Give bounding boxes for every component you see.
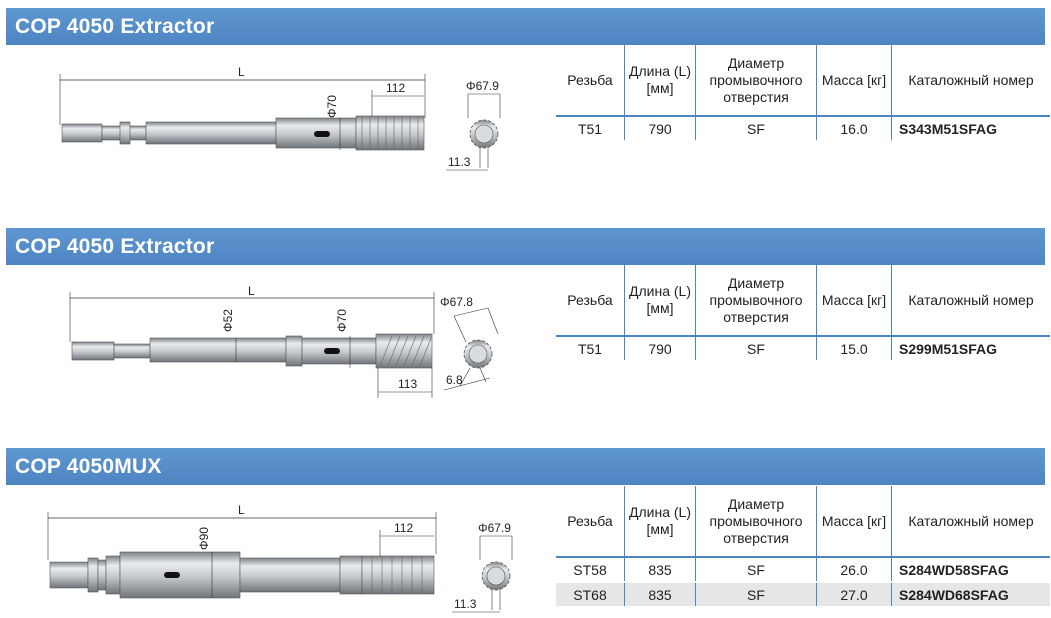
dim-length-label: L [238,503,245,517]
table-row: T51 790 SF 16.0 S343M51SFAG [556,116,1050,140]
col-thread: Резьба [556,45,625,117]
table-row: ST58 835 SF 26.0 S284WD58SFAG [556,557,1050,582]
dim-length-label: L [238,65,245,79]
col-thread: Резьба [556,486,625,558]
col-flush: Диаметр промывочного отверстия [695,265,817,337]
section-title: COP 4050MUX [6,448,1045,485]
col-mass: Масса [кг] [816,265,892,337]
col-length: Длина (L) [мм] [624,45,696,117]
dim-diameter-label: Φ52 [221,309,235,332]
table-row: T51 790 SF 15.0 S299M51SFAG [556,336,1050,360]
cell-thread: T51 [577,120,603,137]
dim-spline-length-label: 113 [398,377,417,391]
cell-flush: SF [695,581,817,606]
dim-spline-length-label: 112 [386,81,405,95]
cell-catalog: S343M51SFAG [891,116,1050,140]
dim-flat-label: 11.3 [448,155,471,169]
dim-length-label: L [248,284,255,298]
section-title: COP 4050 Extractor [6,8,1045,45]
cell-thread: ST58 [573,561,607,578]
spec-table: Резьба Длина (L) [мм] Диаметр промывочно… [556,265,1050,360]
cell-length: 790 [624,116,696,140]
dim-section-diameter-label: Φ67.9 [478,521,511,535]
cell-flush: SF [695,116,817,140]
cell-catalog: S299M51SFAG [891,336,1050,360]
col-flush: Диаметр промывочного отверстия [695,45,817,117]
dim-spline-length-label: 112 [394,521,413,535]
shank-drawing: L Φ70 112 Φ67 [0,60,540,190]
dim-diameter-label: Φ70 [325,95,339,118]
cell-mass: 26.0 [816,557,892,582]
cell-length: 835 [624,581,696,606]
col-flush: Диаметр промывочного отверстия [695,486,817,558]
cell-length: 790 [624,336,696,360]
col-length: Длина (L) [мм] [624,486,696,558]
cell-mass: 16.0 [816,116,892,140]
col-catalog: Каталожный номер [891,45,1050,117]
col-catalog: Каталожный номер [891,265,1050,337]
dim-diameter2-label: Φ70 [335,309,349,332]
col-mass: Масса [кг] [816,486,892,558]
shank-drawing: L Φ90 112 Φ67.9 [0,496,540,618]
spec-table: Резьба Длина (L) [мм] Диаметр промывочно… [556,486,1050,606]
cell-mass: 27.0 [816,581,892,606]
col-mass: Масса [кг] [816,45,892,117]
col-catalog: Каталожный номер [891,486,1050,558]
spec-table: Резьба Длина (L) [мм] Диаметр промывочно… [556,45,1050,140]
section-title: COP 4050 Extractor [6,228,1045,265]
cell-mass: 15.0 [816,336,892,360]
col-length: Длина (L) [мм] [624,265,696,337]
cell-thread: T51 [577,340,603,357]
cell-catalog: S284WD58SFAG [891,557,1050,582]
cell-catalog: S284WD68SFAG [891,581,1050,606]
cell-length: 835 [624,557,696,582]
dim-flat-label: 6.8 [446,373,463,387]
shank-drawing: L Φ52 Φ70 113 Φ67.8 [0,280,540,410]
col-thread: Резьба [556,265,625,337]
cell-flush: SF [695,557,817,582]
cell-thread: ST68 [556,581,625,606]
table-row: ST68 835 SF 27.0 S284WD68SFAG [556,581,1050,606]
cell-flush: SF [695,336,817,360]
dim-section-diameter-label: Φ67.8 [440,295,473,309]
dim-section-diameter-label: Φ67.9 [466,79,499,93]
dim-flat-label: 11.3 [454,597,477,611]
dim-diameter-label: Φ90 [197,527,211,550]
